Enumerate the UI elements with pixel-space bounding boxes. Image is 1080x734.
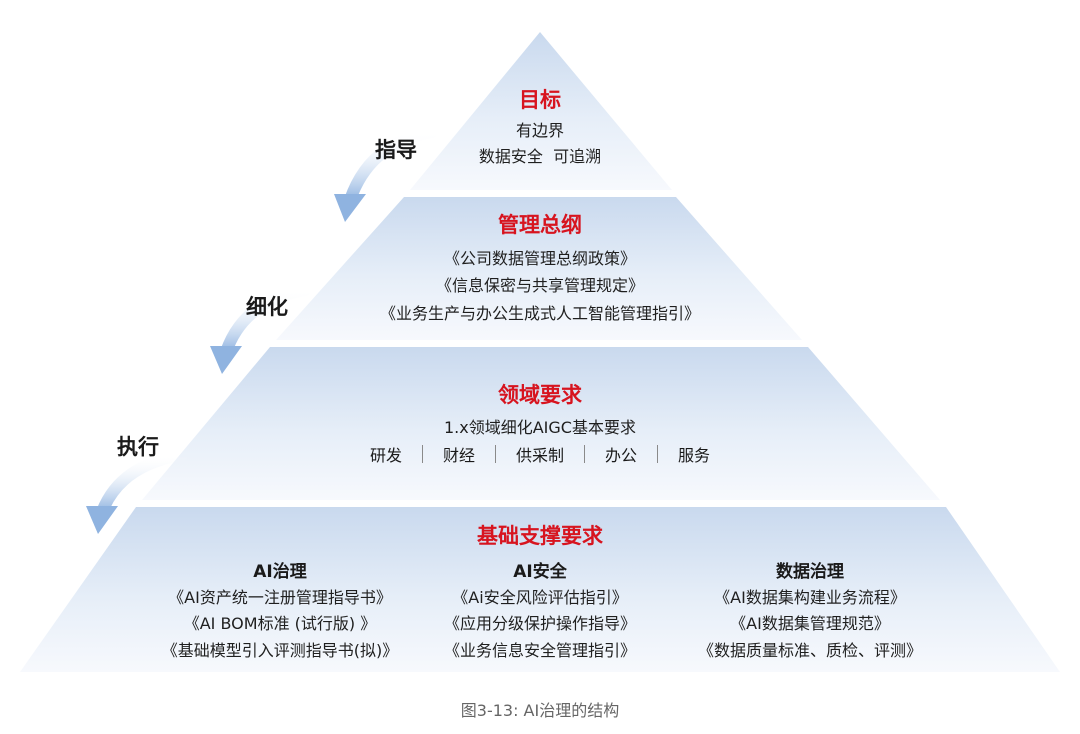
domain-category: 研发 [369, 446, 402, 465]
domain-categories: 研发 财经 供采制 办公 服务 [330, 442, 750, 466]
tier-domain-subtitle: 1.x领域细化AIGC基本要求 [444, 418, 636, 437]
column-ai-security-title: AI安全 [513, 562, 567, 582]
domain-category: 办公 [605, 446, 638, 465]
column-ai-security-item: 《应用分级保护操作指导》 [443, 614, 636, 633]
tier-domain-shape [142, 347, 940, 500]
tier-goal-line: 有边界 [515, 121, 564, 140]
tier-policy-item: 《信息保密与共享管理规定》 [435, 276, 644, 295]
tier-policy-shape [276, 197, 802, 340]
column-ai-security-item: 《业务信息安全管理指引》 [443, 641, 636, 660]
column-data-governance-item: 《AI数据集构建业务流程》 [714, 588, 906, 607]
tier-goal-title: 目标 [519, 88, 561, 112]
arrow-execute-icon [86, 449, 188, 534]
column-data-governance-title: 数据治理 [776, 562, 844, 582]
domain-category: 财经 [442, 446, 475, 465]
column-data-governance-item: 《数据质量标准、质检、评测》 [697, 641, 922, 660]
side-label-guide: 指导 [375, 138, 417, 162]
column-data-governance-item: 《AI数据集管理规范》 [730, 614, 890, 633]
column-ai-governance-item: 《基础模型引入评测指导书(拟)》 [161, 641, 399, 660]
tier-foundation-shape [20, 507, 1060, 672]
domain-category: 服务 [678, 446, 711, 465]
category-divider [494, 445, 496, 463]
category-divider [657, 445, 659, 463]
tier-goal-shape [410, 32, 672, 190]
column-ai-governance-title: AI治理 [253, 562, 307, 582]
tier-policy-item: 《业务生产与办公生成式人工智能管理指引》 [379, 304, 700, 323]
tier-goal-line: 数据安全 可追溯 [478, 147, 602, 166]
arrow-guide-icon [334, 126, 439, 222]
tier-foundation-title: 基础支撑要求 [477, 524, 603, 548]
column-ai-governance-item: 《AI资产统一注册管理指导书》 [168, 588, 392, 607]
column-ai-governance-item: 《AI BOM标准 (试行版) 》 [183, 614, 377, 633]
figure-caption: 图3-13: AI治理的结构 [460, 701, 620, 720]
tier-policy-title: 管理总纲 [498, 213, 582, 237]
category-divider [584, 445, 585, 463]
side-label-execute: 执行 [117, 435, 159, 459]
side-label-refine: 细化 [246, 295, 288, 319]
tier-policy-item: 《公司数据管理总纲政策》 [443, 249, 636, 268]
domain-category: 供采制 [515, 446, 564, 465]
column-ai-security-item: 《Ai安全风险评估指引》 [452, 588, 628, 607]
category-divider [421, 445, 423, 463]
arrow-refine-icon [210, 284, 312, 374]
tier-domain-title: 领域要求 [498, 383, 582, 407]
